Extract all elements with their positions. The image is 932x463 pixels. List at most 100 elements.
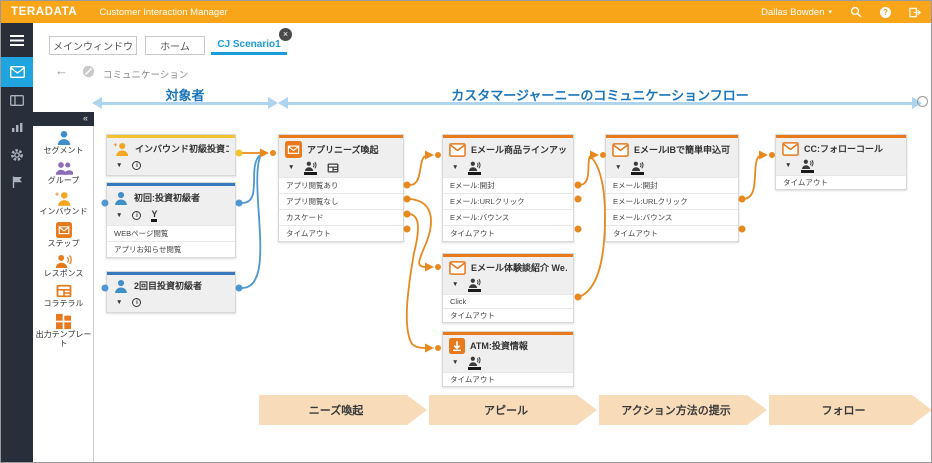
port-out-cascade[interactable]	[403, 210, 411, 218]
port-out-click[interactable]	[574, 293, 582, 301]
node-row[interactable]: Eメール:URLクリック	[443, 193, 573, 209]
node-app-needs[interactable]: アプリニーズ喚起 ▼ アプリ閲覧あり アプリ閲覧なし カスケード タイムアウト	[278, 134, 404, 242]
node-row[interactable]: Eメール:バウンス	[606, 209, 738, 225]
collapse-palette-icon[interactable]: «	[33, 112, 94, 126]
caret-down-icon[interactable]: ▼	[116, 212, 123, 219]
conn-cascade-to-atm[interactable]	[405, 213, 426, 349]
caret-down-icon[interactable]: ▼	[116, 162, 123, 169]
hamburger-menu-icon[interactable]	[1, 23, 33, 57]
node-row[interactable]: カスケード	[279, 209, 403, 225]
conn-emailopen-to-ib[interactable]	[578, 155, 591, 186]
palette-item-output-template[interactable]: 出力テンプレート	[35, 314, 93, 348]
node-accent-bar	[107, 135, 235, 138]
caret-down-icon[interactable]: ▼	[452, 281, 459, 288]
conn-first-to-appneeds[interactable]	[241, 154, 261, 204]
node-row[interactable]: タイムアウト	[443, 225, 573, 241]
port-out-second-investor[interactable]	[235, 284, 243, 292]
node-inbound-source[interactable]: + インバウンド初級投資コ… ▼ i	[106, 134, 236, 176]
conn-appnotviewed-to-testimonial[interactable]	[409, 198, 432, 268]
port-out-app-not-viewed[interactable]	[403, 195, 411, 203]
gear-icon[interactable]	[1, 141, 33, 168]
close-tab-icon[interactable]: ×	[279, 28, 292, 41]
help-icon[interactable]: ?	[880, 6, 891, 18]
node-atm-info[interactable]: ATM:投資情報 ▼ タイムアウト	[442, 331, 574, 387]
rail-item-communications[interactable]	[1, 57, 33, 87]
collateral-icon[interactable]	[327, 162, 339, 173]
response-icon[interactable]	[631, 161, 645, 175]
back-arrow-icon[interactable]: ←	[55, 63, 68, 78]
response-icon[interactable]	[801, 159, 815, 173]
node-email-testimonial[interactable]: Eメール体験談紹介 We… ▼ Click タイムアウト	[442, 253, 574, 323]
logout-icon[interactable]	[909, 6, 921, 18]
palette-item-response[interactable]: レスポンス	[44, 254, 83, 278]
caret-down-icon[interactable]: ▼	[452, 164, 459, 171]
port-out-first-investor[interactable]	[235, 199, 243, 207]
port-in-email-lineup[interactable]	[435, 152, 441, 158]
node-accent-bar	[279, 135, 403, 138]
node-row[interactable]: WEBページ閲覧	[107, 225, 235, 241]
node-row[interactable]: アプリお知らせ閲覧	[107, 241, 235, 257]
node-row[interactable]: Eメール:開封	[606, 177, 738, 193]
node-row[interactable]: Eメール:バウンス	[443, 209, 573, 225]
rail-item-reports[interactable]	[1, 114, 33, 141]
fit-view-icon[interactable]	[917, 96, 928, 107]
port-out-timeout[interactable]	[738, 225, 746, 233]
branch-icon[interactable]: Y	[151, 209, 158, 222]
caret-down-icon[interactable]: ▼	[116, 299, 123, 306]
tab-home[interactable]: ホーム	[145, 36, 205, 55]
node-row[interactable]: タイムアウト	[443, 308, 573, 322]
response-icon[interactable]	[468, 278, 482, 292]
palette-item-step[interactable]: ステップ	[48, 222, 80, 248]
node-row[interactable]: タイムアウト	[606, 225, 738, 241]
caret-down-icon[interactable]: ▼	[452, 359, 459, 366]
info-icon[interactable]: i	[132, 161, 142, 170]
caret-down-icon[interactable]: ▼	[785, 162, 792, 169]
palette-item-segment[interactable]: セグメント	[44, 130, 84, 155]
port-out-app-viewed[interactable]	[403, 181, 411, 189]
node-row[interactable]: アプリ閲覧あり	[279, 177, 403, 193]
search-icon[interactable]	[850, 6, 862, 18]
port-out-url-click[interactable]	[738, 195, 746, 203]
node-row[interactable]: タイムアウト	[279, 225, 403, 241]
palette-item-collateral[interactable]: コラテラル	[44, 284, 84, 308]
node-row[interactable]: アプリ閲覧なし	[279, 193, 403, 209]
node-row[interactable]: タイムアウト	[776, 175, 906, 189]
port-out-timeout[interactable]	[574, 225, 582, 233]
node-row[interactable]: タイムアウト	[443, 372, 573, 386]
rail-item-panels[interactable]	[1, 87, 33, 114]
conn-second-to-appneeds[interactable]	[241, 156, 262, 289]
node-row[interactable]: Eメール:URLクリック	[606, 193, 738, 209]
port-out-email-open[interactable]	[574, 181, 582, 189]
tab-cj-scenario1[interactable]: CJ Scenario1	[211, 36, 287, 55]
node-title: CC:フォローコール	[804, 144, 883, 154]
caret-down-icon[interactable]: ▼	[615, 164, 622, 171]
palette-item-inbound[interactable]: + インバウンド	[40, 191, 88, 216]
node-first-investor[interactable]: 初回:投資初級者 ▼ i Y WEBページ閲覧 アプリお知らせ閲覧	[106, 182, 236, 258]
port-out-timeout[interactable]	[403, 225, 411, 233]
info-icon[interactable]: i	[132, 298, 142, 307]
node-email-lineup[interactable]: Eメール商品ラインアッ… ▼ Eメール:開封 Eメール:URLクリック Eメール…	[442, 134, 574, 242]
conn-urlclick-to-follow[interactable]	[742, 155, 760, 200]
info-icon[interactable]: i	[132, 211, 142, 220]
conn-click-to-ib[interactable]	[578, 156, 606, 298]
port-in-atm[interactable]	[435, 345, 441, 351]
response-icon[interactable]	[468, 161, 482, 175]
port-out-inbound[interactable]	[235, 149, 243, 157]
port-in-app-needs[interactable]	[270, 150, 276, 156]
port-in-email-testimonial[interactable]	[435, 264, 441, 270]
flag-icon[interactable]	[1, 168, 33, 195]
user-menu[interactable]: Dallas Bowden ▾	[761, 7, 832, 18]
node-cc-follow[interactable]: CC:フォローコール ▼ タイムアウト	[775, 134, 907, 190]
palette-item-group[interactable]: グループ	[48, 161, 79, 185]
node-row[interactable]: Eメール:開封	[443, 177, 573, 193]
response-icon[interactable]	[304, 161, 318, 175]
port-out-url-click[interactable]	[574, 195, 582, 203]
response-icon[interactable]	[468, 356, 482, 370]
segment-person-icon	[113, 191, 129, 205]
tab-main-window[interactable]: メインウィンドウ	[49, 36, 137, 55]
caret-down-icon[interactable]: ▼	[288, 164, 295, 171]
node-email-ib[interactable]: EメールIBで簡単申込可 ▼ Eメール:開封 Eメール:URLクリック Eメール…	[605, 134, 739, 242]
node-row[interactable]: Click	[443, 294, 573, 308]
conn-appviewed-to-lineup[interactable]	[409, 155, 426, 186]
node-second-investor[interactable]: 2回目投資初級者 ▼ i	[106, 271, 236, 313]
